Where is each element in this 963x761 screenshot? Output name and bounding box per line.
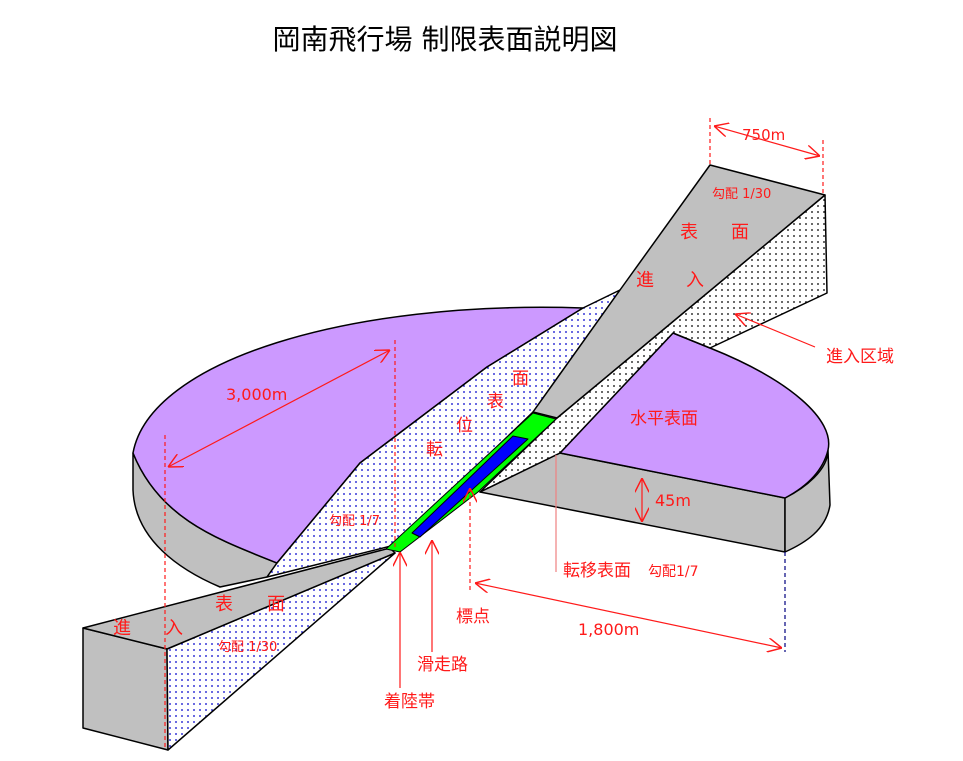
label-45m: 45m [655,491,691,510]
label-trans-1: 面 [512,369,529,389]
dim-arrow-1800 [475,583,782,648]
label-approach-lower-1: 進 [113,618,131,639]
label-approach-lower-4: 面 [267,594,285,615]
label-approach-upper-4: 入 [686,270,704,291]
label-trans-2: 表 [487,392,504,412]
label-horizontal-surface: 水平表面 [630,409,698,429]
horizontal-surface-right [559,332,830,499]
label-slope-upper: 勾配 1/30 [712,187,771,202]
label-runway: 滑走路 [417,655,468,675]
label-transitional-surface: 転移表面 [563,561,631,581]
runway [411,435,529,538]
label-3000m: 3,000m [226,385,287,404]
label-slope-lower: 勾配 1/30 [218,640,277,655]
approach-zone-pointer [735,314,816,348]
label-slope-left: 勾配 1/7 [329,514,380,529]
label-approach-upper-3: 進 [636,270,654,291]
dim-arrow-750 [714,126,820,156]
approach-surface-upper [532,164,826,419]
label-trans-3: 位 [456,416,473,436]
label-approach-lower-3: 表 [215,594,233,615]
dim-arrow-3000 [168,350,390,467]
label-landing-strip: 着陸帯 [384,692,435,712]
label-trans-4: 転 [426,440,443,460]
label-approach-upper-2: 面 [731,222,749,243]
label-transitional-slope: 勾配1/7 [648,564,699,580]
label-1800m: 1,800m [578,620,639,639]
label-approach-lower-2: 入 [165,618,183,639]
label-approach-upper-1: 表 [680,222,698,243]
label-750m: 750m [742,126,785,144]
label-approach-zone: 進入区域 [826,347,894,367]
label-reference-point: 標点 [456,607,490,627]
diagram-title: 岡南飛行場 制限表面説明図 [272,23,618,56]
